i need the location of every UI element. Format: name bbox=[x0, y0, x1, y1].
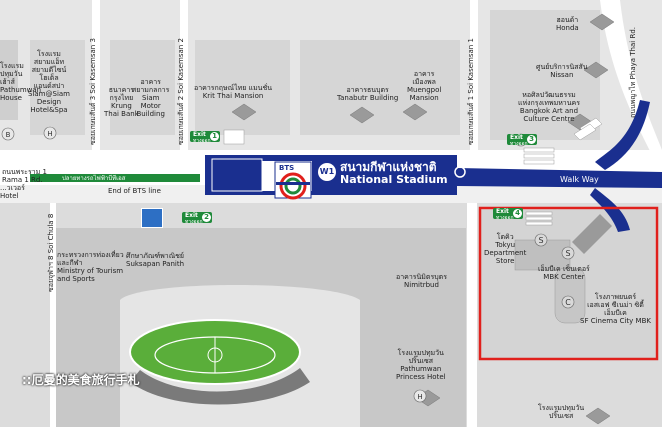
bts-logo-label: BTS bbox=[279, 164, 295, 172]
svg-text:H: H bbox=[417, 393, 422, 401]
station-name-english: National Stadium bbox=[340, 173, 448, 186]
bottom-hotel-label: โรงแรมปทุมวันปริ๊นเซส bbox=[538, 404, 585, 420]
left-edge-hotel-label: ...วเวอร์Hotel bbox=[0, 184, 25, 200]
svg-text:H: H bbox=[47, 130, 52, 138]
suksapan-panith-label: ศึกษาภัณฑ์พาณิชย์Suksapan Panith bbox=[126, 252, 185, 268]
bts-logo bbox=[274, 161, 312, 200]
mbk-center-label: เอ็มบีเค เซ็นเตอร์MBK Center bbox=[538, 265, 590, 281]
phaya-thai-road-label: ถนนพญาไท Phaya Thai Rd. bbox=[629, 27, 637, 118]
end-of-line-english: End of BTS line bbox=[108, 187, 161, 195]
soi-kasemsan3-label: ซอยเกษมสันต์ 3 Soi Kasemsan 3 bbox=[89, 38, 97, 145]
svg-text:S: S bbox=[538, 236, 543, 245]
info-sign-icon bbox=[141, 208, 163, 228]
walkway-label: Walk Way bbox=[560, 175, 599, 184]
mbk-highlight-box bbox=[478, 206, 659, 361]
svg-text:C: C bbox=[565, 298, 571, 307]
station-name-thai: สนามกีฬาแห่งชาติ bbox=[340, 160, 437, 174]
svg-text:S: S bbox=[565, 249, 570, 258]
soi-kasemsan1-label: ซอยเกษมสันต์ 1 Soi Kasemsan 1 bbox=[467, 38, 475, 145]
soi-kasemsan2-label: ซอยเกษมสันต์ 2 Soi Kasemsan 2 bbox=[177, 38, 185, 145]
watermark: ::厄曼的美食旅行手札 bbox=[22, 373, 140, 387]
soi-chula8-label: ซอยจุฬาฯ 8 Soi Chula 8 bbox=[47, 213, 55, 292]
station-code-badge: W1 bbox=[318, 163, 336, 181]
svg-text:B: B bbox=[6, 131, 11, 139]
end-of-line-label: ปลายทางรถไฟฟ้าบีทีเอส bbox=[62, 175, 126, 182]
